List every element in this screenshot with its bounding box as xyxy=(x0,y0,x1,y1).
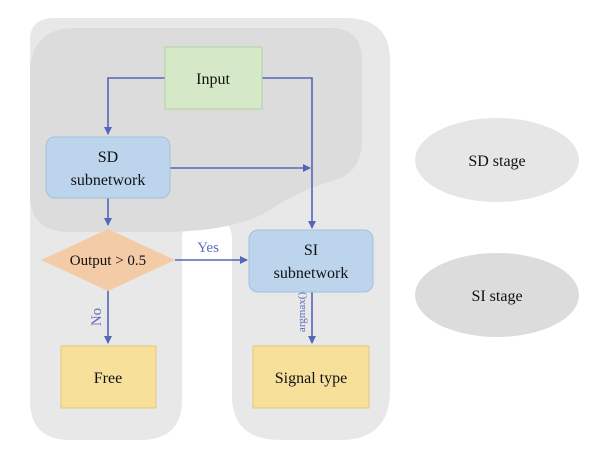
free-node-label: Free xyxy=(94,370,122,387)
edge-label-argmax: argmax() xyxy=(296,292,308,332)
signal-type-node xyxy=(252,345,370,409)
decision-node xyxy=(41,229,175,291)
sd-subnetwork-label-line2: subnetwork xyxy=(71,172,146,189)
signal-type-node-label: Signal type xyxy=(275,370,347,387)
free-node xyxy=(60,345,157,409)
legend-sd-stage-swatch xyxy=(415,118,579,202)
edge-label-yes: Yes xyxy=(197,240,219,256)
si-subnetwork-label-line2: subnetwork xyxy=(274,265,349,282)
si-subnetwork-node xyxy=(248,229,374,293)
sd-subnetwork-label-line1: SD xyxy=(98,149,118,166)
edge-label-no: No xyxy=(89,308,105,326)
decision-node-label: Output > 0.5 xyxy=(70,253,146,269)
si-subnetwork-label-line1: SI xyxy=(304,242,318,259)
input-node xyxy=(164,46,263,110)
legend-sd-stage-label: SD stage xyxy=(468,153,525,170)
input-node-label: Input xyxy=(196,71,230,88)
legend-si-stage-label: SI stage xyxy=(471,288,522,305)
edge-input-to-sd xyxy=(104,77,165,135)
connectors xyxy=(104,77,316,344)
legend-si-stage-swatch xyxy=(415,253,579,337)
edge-input-to-si xyxy=(262,77,316,229)
sd-subnetwork-node xyxy=(45,136,171,199)
